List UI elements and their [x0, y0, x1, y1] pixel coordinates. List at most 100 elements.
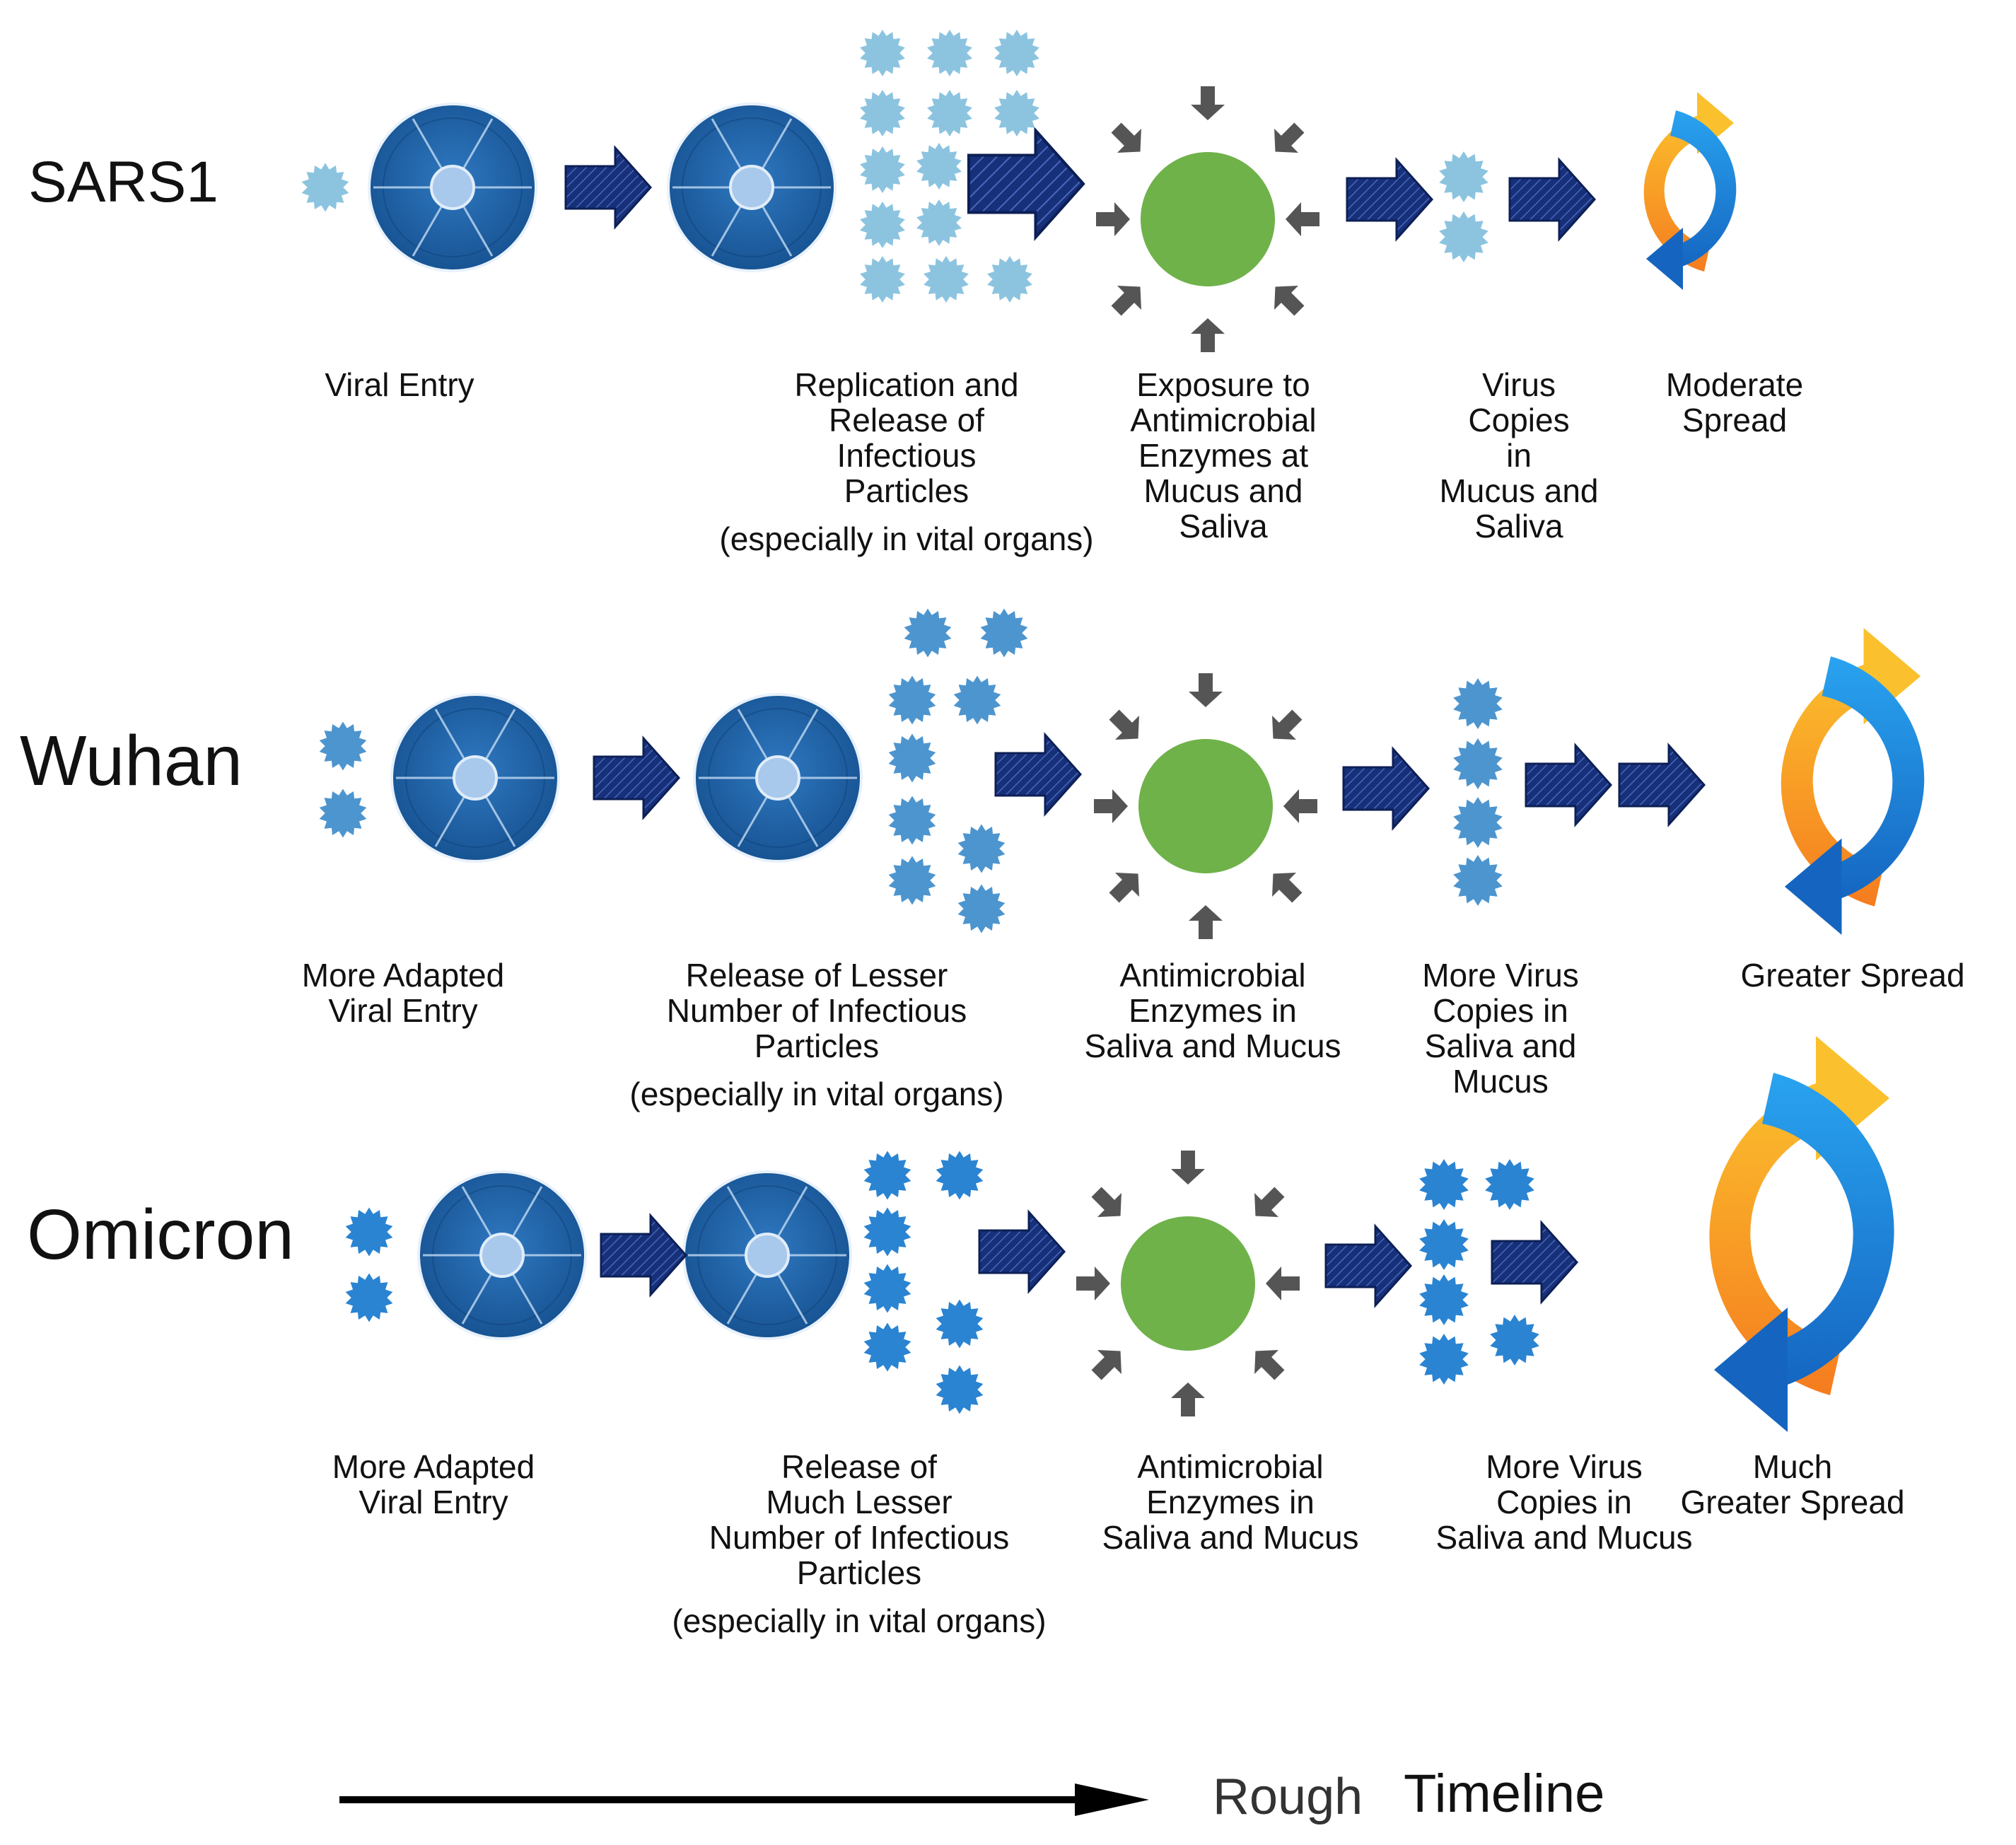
flow-arrow-icon — [1508, 158, 1596, 240]
entry-virus-icon — [319, 721, 367, 771]
caption-line: Mucus and — [1439, 472, 1598, 509]
virus-copy-icon — [1490, 1315, 1539, 1366]
released-virus-icon — [863, 1207, 911, 1257]
flow-arrow-icon — [978, 1211, 1066, 1293]
caption-line: Much — [1753, 1448, 1832, 1485]
caption-line: More Virus — [1422, 957, 1579, 994]
caption-line: Saliva and Mucus — [1102, 1519, 1358, 1556]
virus-copy-icon — [1419, 1219, 1469, 1270]
caption-line: Enzymes in — [1146, 1484, 1315, 1520]
caption-line: Greater Spread — [1740, 957, 1964, 994]
caption-line: (especially in vital organs) — [629, 1076, 1003, 1112]
released-virus-icon — [927, 90, 972, 136]
released-virus-icon — [923, 256, 969, 303]
timeline-label-timeline: Timeline — [1404, 1764, 1604, 1824]
virus-copy-icon — [1485, 1159, 1534, 1210]
caption-line: Mucus — [1452, 1063, 1548, 1100]
caption-line: Saliva and Mucus — [1084, 1028, 1341, 1064]
caption-line: Enzymes in — [1129, 992, 1297, 1029]
enzyme-exposure-icon — [1076, 1151, 1300, 1416]
caption-line: More Virus — [1486, 1448, 1643, 1485]
released-virus-icon — [936, 1365, 984, 1414]
host-cell-icon — [417, 1170, 587, 1340]
released-virus-icon — [980, 608, 1028, 658]
caption-line: Particles — [844, 472, 969, 509]
caption-line: Copies — [1468, 402, 1569, 438]
released-virus-icon — [957, 824, 1006, 873]
infected-cell-icon — [682, 1170, 852, 1340]
caption-line: Antimicrobial — [1137, 1448, 1323, 1485]
caption-line: Viral Entry — [325, 366, 474, 403]
virus-copy-icon — [1453, 797, 1503, 848]
caption-line: Saliva — [1474, 508, 1563, 545]
caption-line: More Adapted — [302, 957, 504, 994]
infected-cell-icon — [693, 693, 863, 863]
flow-arrow-icon — [1491, 1221, 1578, 1303]
released-virus-icon — [936, 1299, 984, 1349]
row-label-2: Omicron — [27, 1195, 294, 1274]
virus-copy-icon — [1419, 1159, 1469, 1210]
virus-copy-icon — [1439, 151, 1488, 202]
caption-line: Saliva — [1179, 508, 1268, 545]
entry-virus-icon — [319, 788, 367, 838]
caption-line: Release of — [829, 402, 984, 438]
timeline-label-rough: Rough — [1213, 1769, 1363, 1825]
virus-copy-icon — [1419, 1274, 1469, 1325]
caption-line: Antimicrobial — [1119, 957, 1305, 994]
released-virus-icon — [888, 675, 936, 725]
caption-line: Copies in — [1433, 992, 1568, 1029]
virus-copy-icon — [1439, 211, 1488, 262]
released-virus-icon — [953, 675, 1001, 725]
flow-arrow-icon — [994, 733, 1082, 815]
caption-line: Virus — [1482, 366, 1556, 403]
caption-line: Particles — [797, 1554, 921, 1591]
infected-cell-icon — [667, 103, 837, 272]
flow-arrow-icon — [1324, 1225, 1412, 1307]
caption-line: Spread — [1682, 402, 1787, 438]
released-virus-icon — [888, 856, 936, 905]
released-virus-icon — [916, 199, 962, 246]
flow-arrow-icon — [600, 1214, 687, 1296]
host-cell-icon — [390, 693, 560, 863]
caption-line: Infectious — [837, 437, 977, 474]
caption-line: (especially in vital organs) — [719, 520, 1093, 557]
released-virus-icon — [927, 30, 972, 76]
released-virus-icon — [904, 608, 952, 658]
caption-line: Moderate — [1666, 366, 1803, 403]
caption-line: Antimicrobial — [1130, 402, 1316, 438]
released-virus-icon — [860, 146, 905, 193]
caption-line: Number of Infectious — [709, 1519, 1009, 1556]
caption-line: (especially in vital organs) — [672, 1602, 1046, 1639]
caption-line: in — [1506, 437, 1532, 474]
flow-arrow-icon — [1618, 744, 1706, 826]
flow-arrow-icon — [1342, 747, 1430, 830]
flow-arrow-icon — [564, 146, 652, 228]
caption-line: Replication and — [794, 366, 1018, 403]
caption-line: Viral Entry — [328, 992, 477, 1029]
caption-line: More Adapted — [332, 1448, 535, 1485]
virus-copy-icon — [1453, 678, 1503, 729]
caption-line: Greater Spread — [1680, 1484, 1904, 1520]
flow-arrow-icon — [1346, 158, 1433, 240]
caption-line: Saliva and — [1425, 1028, 1577, 1064]
caption-line: Enzymes at — [1138, 437, 1309, 474]
caption-line: Saliva and Mucus — [1435, 1519, 1692, 1556]
virus-copy-icon — [1453, 855, 1503, 906]
caption-line: Release of — [781, 1448, 937, 1485]
timeline-arrow-head-icon — [1075, 1783, 1149, 1816]
released-virus-icon — [860, 202, 905, 248]
virus-copy-icon — [1453, 738, 1503, 789]
released-virus-icon — [957, 884, 1006, 933]
spread-cycle-icon — [1781, 628, 1925, 935]
released-virus-icon — [916, 143, 962, 190]
released-virus-icon — [860, 90, 905, 136]
flow-arrow-icon — [593, 737, 680, 819]
caption-line: Exposure to — [1136, 366, 1310, 403]
released-virus-icon — [863, 1322, 911, 1372]
entry-virus-icon — [345, 1207, 393, 1257]
enzyme-exposure-icon — [1094, 673, 1317, 939]
released-virus-icon — [994, 90, 1039, 136]
flow-arrow-icon — [969, 130, 1083, 237]
released-virus-icon — [860, 30, 905, 76]
host-cell-icon — [368, 103, 537, 272]
